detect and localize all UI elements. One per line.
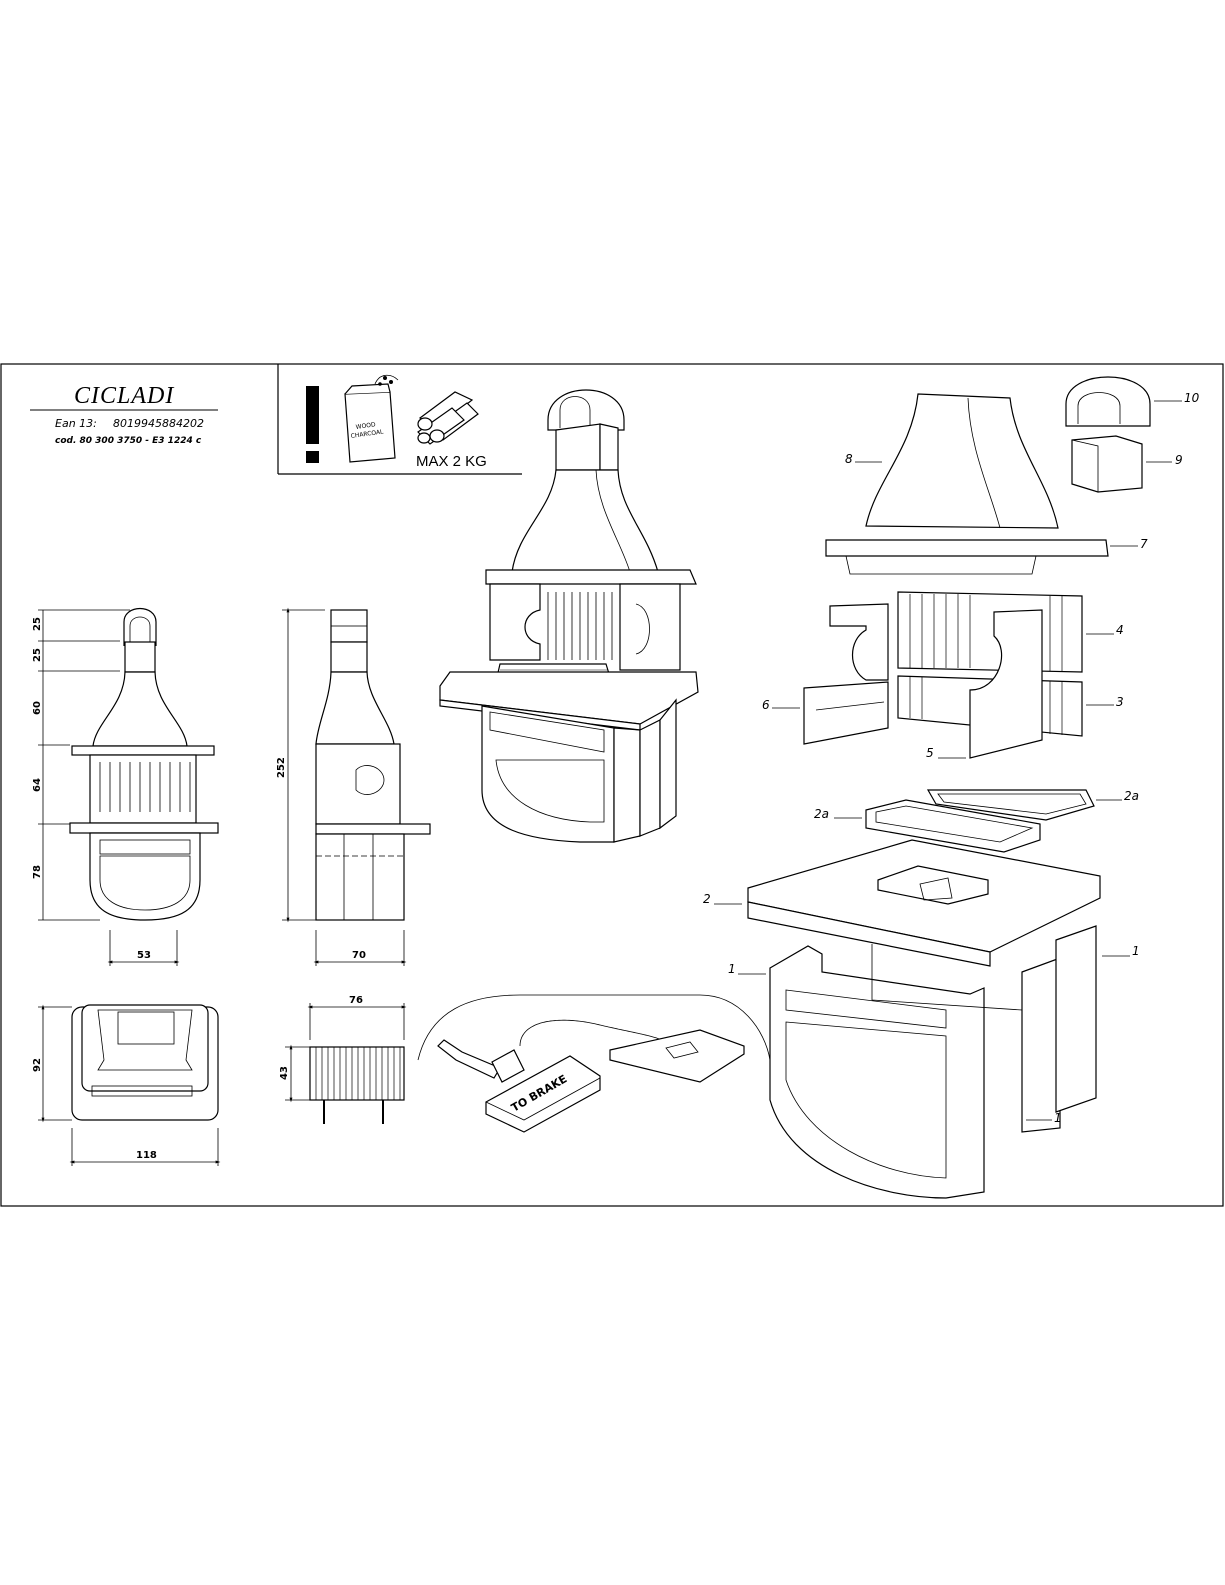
part-3-label: 3 <box>1116 695 1124 709</box>
grate-view: 76 43 <box>279 995 404 1124</box>
front-view: 25 25 60 64 78 53 <box>32 609 218 967</box>
part-9-label: 9 <box>1175 453 1183 467</box>
wood-logs-icon <box>418 392 478 444</box>
fuel-notice: WOOD CHARCOAL MAX 2 KG <box>278 364 522 474</box>
dim-grate-height: 43 <box>279 1066 290 1080</box>
dim-front-64: 64 <box>32 778 43 792</box>
product-title: CICLADI <box>74 383 174 409</box>
dim-side-depth: 70 <box>352 950 366 961</box>
dim-front-width: 53 <box>137 950 151 961</box>
part-4-label: 4 <box>1116 623 1124 637</box>
part-2a-left-label: 2a <box>814 807 829 821</box>
part-6-label: 6 <box>762 698 770 712</box>
max-load-label: MAX 2 KG <box>416 453 487 470</box>
dim-grate-width: 76 <box>349 995 363 1006</box>
dim-side-height: 252 <box>276 757 287 778</box>
part-2a-right-label: 2a <box>1124 789 1139 803</box>
dim-front-25b: 25 <box>32 648 43 662</box>
part-1-left-label: 1 <box>728 962 736 976</box>
exploded-view: 10 9 8 7 4 3 <box>703 377 1200 1198</box>
dim-front-78: 78 <box>32 865 43 879</box>
charcoal-bag-icon: WOOD CHARCOAL <box>345 375 398 462</box>
side-view: 252 70 <box>276 610 430 966</box>
dim-front-25a: 25 <box>32 617 43 631</box>
exclamation-icon <box>306 386 319 463</box>
product-code: cod. 80 300 3750 - E3 1224 c <box>55 436 202 446</box>
ean-value: 8019945884202 <box>113 417 204 430</box>
part-2-label: 2 <box>703 892 711 906</box>
dim-front-60: 60 <box>32 701 43 715</box>
part-1-bottom-label: 1 <box>1054 1111 1062 1125</box>
part-7-label: 7 <box>1140 537 1148 551</box>
top-view: 92 118 <box>32 1005 218 1166</box>
dim-top-depth: 92 <box>32 1058 43 1072</box>
brake-instruction: TO BRAKE <box>418 995 770 1132</box>
title-block: CICLADI Ean 13: 8019945884202 cod. 80 30… <box>30 383 218 446</box>
part-10-label: 10 <box>1184 391 1200 405</box>
part-8-label: 8 <box>845 452 853 466</box>
dim-top-width: 118 <box>136 1150 157 1161</box>
part-5-label: 5 <box>926 746 934 760</box>
part-1-right-label: 1 <box>1132 944 1140 958</box>
ean-label: Ean 13: <box>55 417 97 430</box>
